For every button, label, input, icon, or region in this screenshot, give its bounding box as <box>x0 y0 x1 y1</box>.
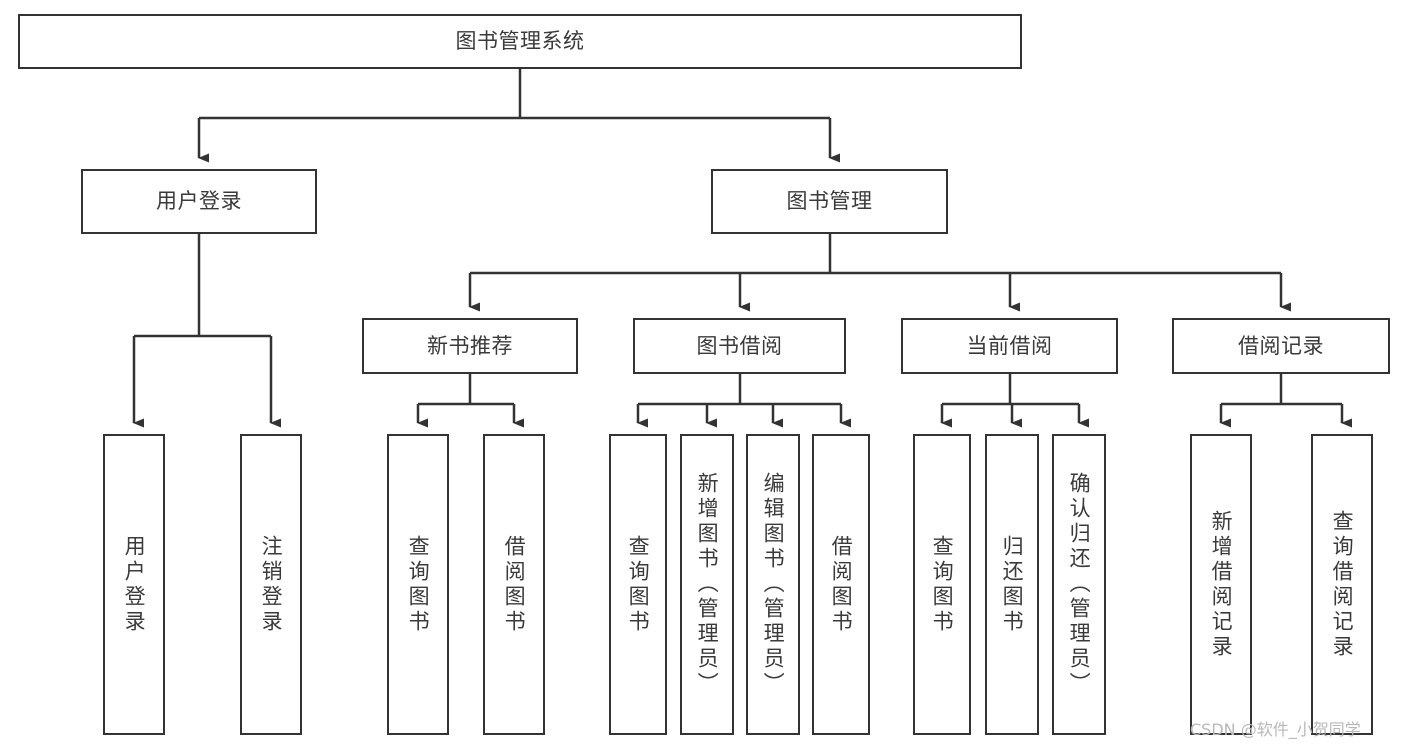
node-leaf-label: 新增借阅记录 <box>1209 509 1234 660</box>
node-current-borrow-label: 当前借阅 <box>966 333 1053 358</box>
node-leaf-label: 新增图书（管理员） <box>695 472 720 697</box>
edge-book-borrow-to-leaves <box>636 374 851 428</box>
node-root-system[interactable]: 图书管理系统 <box>18 14 1022 69</box>
node-borrow-record[interactable]: 借阅记录 <box>1172 318 1390 374</box>
node-leaf-label: 借阅图书 <box>502 534 527 635</box>
node-current-borrow[interactable]: 当前借阅 <box>901 318 1118 374</box>
node-leaf-edit-book-admin[interactable]: 编辑图书（管理员） <box>746 434 800 735</box>
node-user-login-label: 用户登录 <box>156 189 242 214</box>
node-leaf-label: 查询借阅记录 <box>1330 509 1355 660</box>
node-leaf-label: 查询图书 <box>406 534 431 635</box>
node-leaf-label: 确认归还（管理员） <box>1067 472 1092 697</box>
node-leaf-confirm-return-admin[interactable]: 确认归还（管理员） <box>1052 434 1106 735</box>
node-leaf-add-book-admin[interactable]: 新增图书（管理员） <box>680 434 734 735</box>
node-root-label: 图书管理系统 <box>455 29 585 54</box>
node-leaf-label: 编辑图书（管理员） <box>761 472 786 697</box>
node-leaf-add-borrow-record[interactable]: 新增借阅记录 <box>1190 434 1252 735</box>
node-leaf-query-borrow-record[interactable]: 查询借阅记录 <box>1311 434 1373 735</box>
node-leaf-borrow-book[interactable]: 借阅图书 <box>812 434 870 735</box>
node-book-management[interactable]: 图书管理 <box>711 169 948 234</box>
node-user-login[interactable]: 用户登录 <box>81 169 317 234</box>
node-leaf-query-book-borrow[interactable]: 查询图书 <box>609 434 667 735</box>
node-leaf-borrow-book-rec[interactable]: 借阅图书 <box>483 434 545 735</box>
node-new-book-recommend[interactable]: 新书推荐 <box>362 318 578 374</box>
node-leaf-query-book-current[interactable]: 查询图书 <box>913 434 971 735</box>
edge-new-book-rec-to-leaves <box>416 374 524 428</box>
node-leaf-label: 注销登录 <box>259 534 284 635</box>
edge-user-login-to-leaves <box>132 234 281 428</box>
node-leaf-label: 用户登录 <box>122 534 147 635</box>
node-leaf-label: 借阅图书 <box>829 534 854 635</box>
node-book-management-label: 图书管理 <box>786 189 873 214</box>
node-book-borrow-label: 图书借阅 <box>696 333 783 358</box>
node-leaf-return-book[interactable]: 归还图书 <box>985 434 1039 735</box>
node-borrow-record-label: 借阅记录 <box>1238 333 1324 358</box>
edge-book-mgmt-to-level3 <box>468 234 1291 312</box>
edge-root-to-level2 <box>197 69 840 163</box>
node-leaf-user-login[interactable]: 用户登录 <box>103 434 165 735</box>
node-leaf-query-book-rec[interactable]: 查询图书 <box>387 434 449 735</box>
node-book-borrow[interactable]: 图书借阅 <box>633 318 846 374</box>
node-leaf-label: 归还图书 <box>1000 534 1025 635</box>
edge-borrow-record-to-leaves <box>1219 374 1352 428</box>
node-new-book-recommend-label: 新书推荐 <box>427 333 513 358</box>
node-leaf-logout[interactable]: 注销登录 <box>240 434 302 735</box>
node-leaf-label: 查询图书 <box>626 534 651 635</box>
node-leaf-label: 查询图书 <box>930 534 955 635</box>
edge-current-borrow-to-leaves <box>940 374 1089 428</box>
